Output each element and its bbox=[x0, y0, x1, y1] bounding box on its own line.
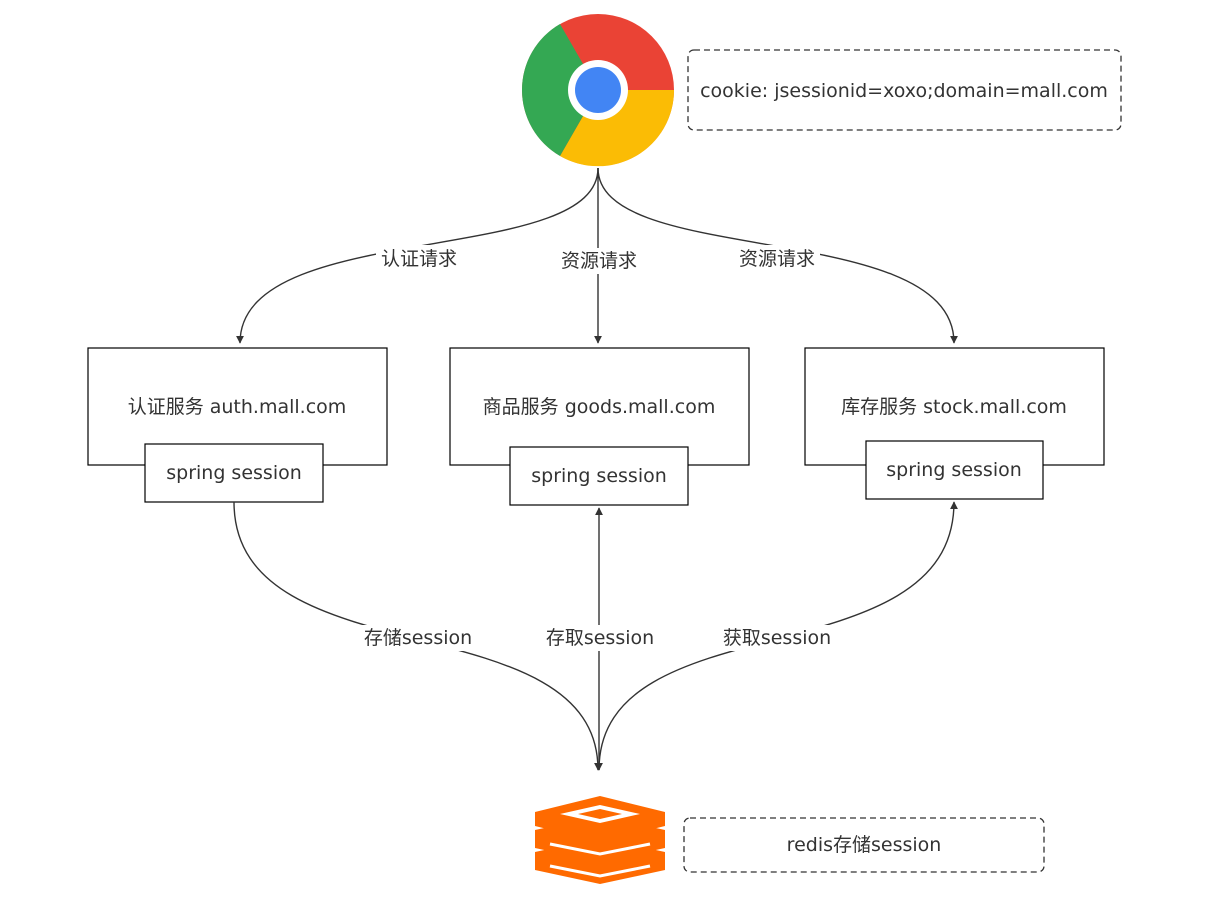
fetch-session-text: 获取session bbox=[723, 627, 831, 649]
fetch-session-label: 获取session bbox=[721, 625, 833, 651]
goods-request-label: 资源请求 bbox=[556, 248, 642, 274]
goods-spring-session-text: spring session bbox=[531, 465, 667, 487]
stock-service-title: 库存服务 stock.mall.com bbox=[841, 396, 1067, 418]
auth-service-title: 认证服务 auth.mall.com bbox=[128, 396, 347, 418]
goods-service-title: 商品服务 goods.mall.com bbox=[483, 396, 716, 418]
store-session-label: 存储session bbox=[362, 625, 474, 651]
cookie-note-text: cookie: jsessionid=xoxo;domain=mall.com bbox=[700, 80, 1108, 102]
goods-request-text: 资源请求 bbox=[561, 250, 637, 272]
store-session-text: 存储session bbox=[364, 627, 472, 649]
auth-request-text: 认证请求 bbox=[381, 248, 457, 270]
access-session-label: 存取session bbox=[544, 625, 656, 651]
stock-spring-session-box: spring session bbox=[865, 440, 1044, 500]
goods-spring-session-box: spring session bbox=[509, 446, 689, 506]
stock-request-label: 资源请求 bbox=[734, 245, 820, 271]
redis-icon bbox=[535, 796, 665, 884]
auth-spring-session-text: spring session bbox=[166, 462, 302, 484]
redis-note-text: redis存储session bbox=[787, 834, 942, 856]
auth-request-label: 认证请求 bbox=[376, 245, 462, 271]
goods-service-box: 商品服务 goods.mall.com bbox=[449, 347, 750, 466]
stock-service-box: 库存服务 stock.mall.com bbox=[804, 347, 1105, 466]
stock-spring-session-text: spring session bbox=[886, 459, 1022, 481]
cookie-note: cookie: jsessionid=xoxo;domain=mall.com bbox=[687, 49, 1122, 131]
access-session-text: 存取session bbox=[546, 627, 654, 649]
stock-request-text: 资源请求 bbox=[739, 248, 815, 270]
auth-spring-session-box: spring session bbox=[144, 443, 324, 503]
redis-note: redis存储session bbox=[683, 817, 1045, 873]
chrome-browser-icon bbox=[521, 14, 675, 167]
